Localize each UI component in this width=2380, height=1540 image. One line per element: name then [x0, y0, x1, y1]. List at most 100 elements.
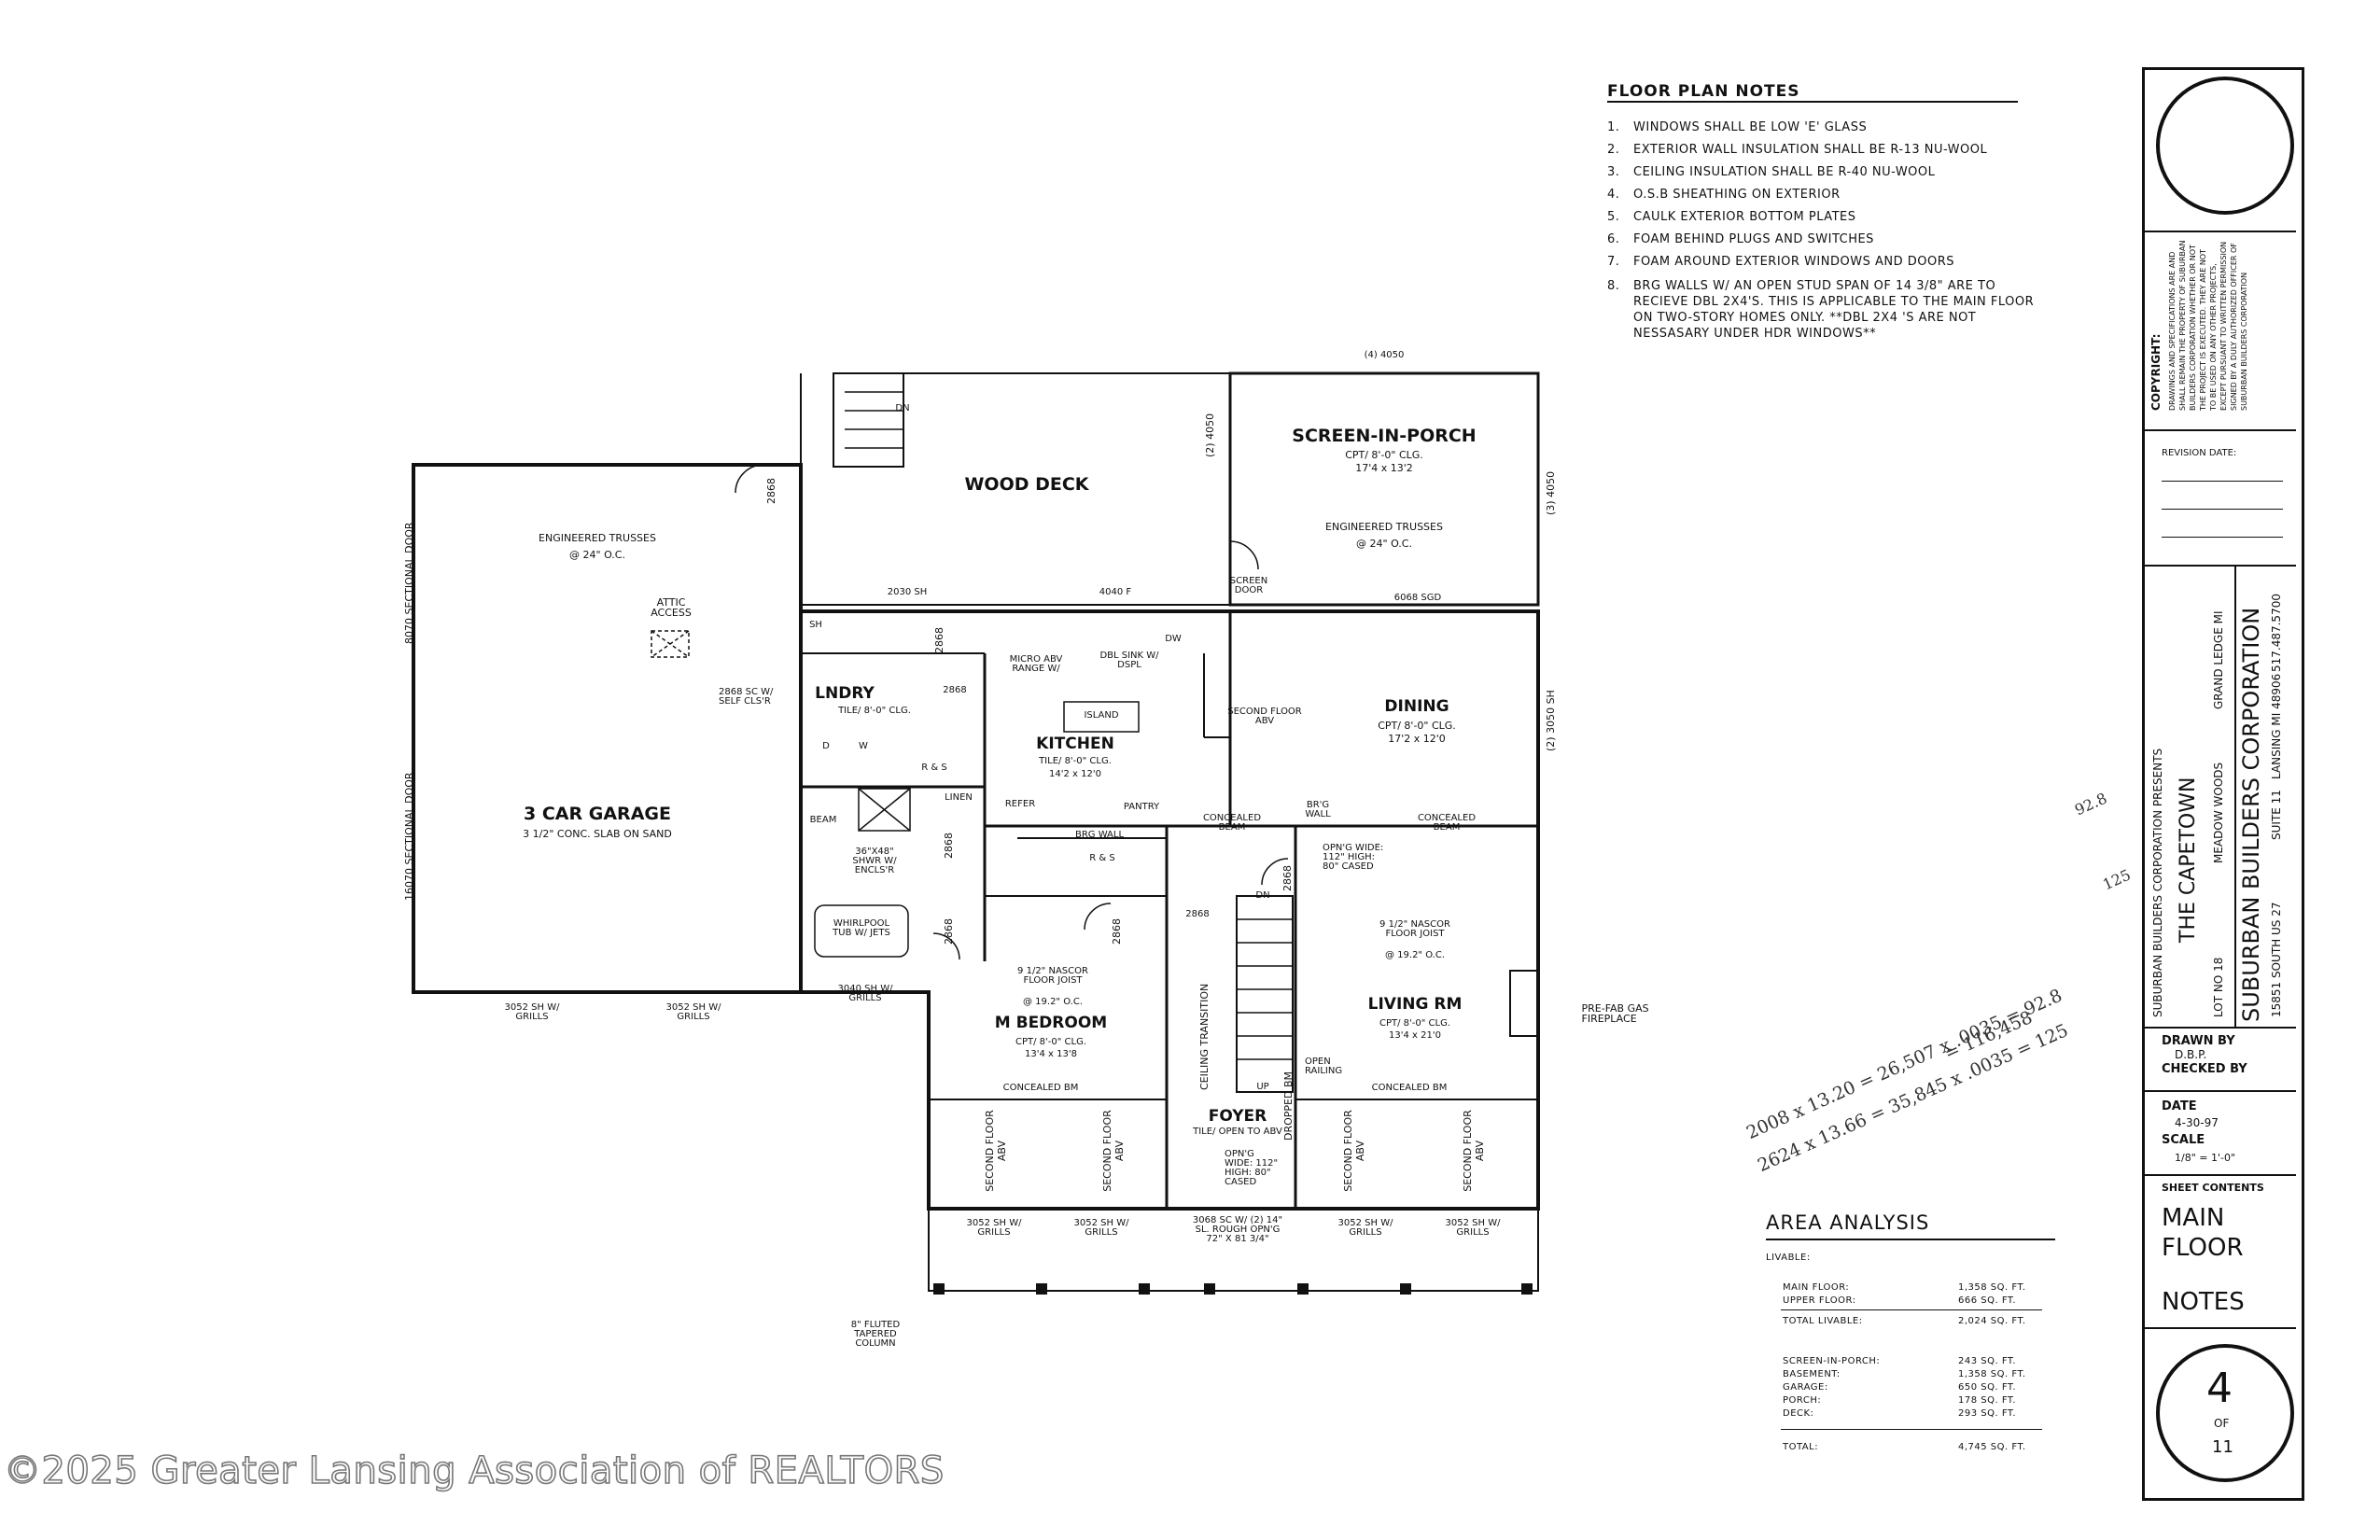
area-rule-top: [1766, 1239, 2055, 1240]
wood-deck-label: WOOD DECK: [964, 474, 1089, 495]
garage-trusses: ENGINEERED TRUSSES: [539, 532, 656, 544]
upper-floor-value: 666 SQ. FT.: [1958, 1295, 2017, 1306]
kitchen-ceiling: TILE/ 8'-0" CLG.: [1039, 756, 1112, 766]
sheet-number-circle: [2156, 1344, 2294, 1482]
total-livable-label: TOTAL LIVABLE:: [1783, 1316, 1863, 1326]
window-2868-b: 2868: [933, 627, 945, 653]
sheet-of: OF: [2214, 1417, 2230, 1430]
fireplace-label: PRE-FAB GAS FIREPLACE: [1581, 1002, 1649, 1025]
concealed-beam-left: CONCEALED BEAM: [1202, 813, 1262, 833]
dining-ceiling: CPT/ 8'-0" CLG.: [1378, 720, 1456, 732]
whirlpool-label: WHIRLPOOL TUB W/ JETS: [833, 918, 890, 938]
window-3052-garage-1: 3052 SH W/ GRILLS: [504, 1002, 560, 1022]
area-rule-livable: [1781, 1309, 2042, 1310]
concealed-beam-right: CONCEALED BEAM: [1417, 813, 1477, 833]
date-label: DATE: [2162, 1099, 2197, 1113]
checked-by-label: CHECKED BY: [2162, 1062, 2247, 1076]
kitchen-label: KITCHEN: [1036, 735, 1114, 753]
copyright-text: DRAWINGS AND SPECIFICATIONS ARE AND SHAL…: [2168, 240, 2248, 411]
living-joist: 9 1/2" NASCOR FLOOR JOIST: [1379, 919, 1450, 939]
total-area-value: 4,745 SQ. FT.: [1958, 1442, 2026, 1452]
washer-label: W: [859, 741, 868, 751]
foyer-opening-label: OPN'G WIDE: 112" HIGH: 80" CASED: [1225, 1149, 1279, 1187]
ceiling-transition-label: CEILING TRANSITION: [1198, 983, 1211, 1090]
second-floor-abv-4: SECOND FLOOR ABV: [1462, 1110, 1486, 1192]
garage-walls: [412, 463, 803, 994]
porch-area-value: 178 SQ. FT.: [1958, 1395, 2017, 1406]
deck-area-value: 293 SQ. FT.: [1958, 1408, 2017, 1419]
sh-label: SH: [809, 620, 822, 630]
window-4050-top: (4) 4050: [1364, 350, 1405, 360]
column-label: 8" FLUTED TAPERED COLUMN: [850, 1320, 901, 1349]
dw-label: DW: [1165, 634, 1182, 644]
dropped-bm-label: DROPPED BM: [1282, 1071, 1295, 1141]
bedroom-label: M BEDROOM: [994, 1014, 1108, 1032]
upper-floor-label: UPPER FLOOR:: [1783, 1295, 1856, 1306]
window-4050-left: (2) 4050: [1204, 413, 1216, 457]
total-area-label: TOTAL:: [1783, 1442, 1819, 1452]
pantry-label: PANTRY: [1123, 802, 1160, 812]
window-2030: 2030 SH: [887, 587, 928, 597]
title-block-frame: [2142, 67, 2304, 1501]
garage-area-label: GARAGE:: [1783, 1382, 1828, 1393]
company-address: 15851 SOUTH US 27: [2270, 902, 2283, 1018]
window-2868-d: 2868: [943, 918, 955, 945]
screen-porch-spacing: @ 24" O.C.: [1356, 538, 1412, 550]
scale-label: SCALE: [2162, 1133, 2205, 1147]
window-2868-c: 2868: [943, 833, 955, 859]
front-door-label: 3068 SC W/ (2) 14" SL. ROUGH OPN'G 72" X…: [1192, 1215, 1283, 1244]
stair-up-label: UP: [1256, 1082, 1269, 1092]
sheet-total: 11: [2212, 1437, 2233, 1457]
living-spacing: @ 19.2" O.C.: [1384, 950, 1446, 960]
kitchen-size: 14'2 x 12'0: [1049, 769, 1101, 779]
garage-door-bottom-label: 16070 SECTIONAL DOOR: [403, 772, 415, 901]
drawn-by-value: D.B.P.: [2175, 1048, 2207, 1061]
dining-size: 17'2 x 12'0: [1388, 733, 1446, 745]
area-rule-total: [1781, 1429, 2042, 1430]
plan-name: THE CAPETOWN: [2177, 777, 2200, 943]
porch-area-label: PORCH:: [1783, 1395, 1822, 1406]
total-livable-value: 2,024 SQ. FT.: [1958, 1316, 2026, 1326]
window-2868-h: 2868: [1185, 909, 1210, 919]
concealed-bm-bedroom: CONCEALED BM: [1002, 1083, 1079, 1093]
screen-porch-label: SCREEN-IN-PORCH: [1292, 426, 1477, 446]
island-label: ISLAND: [1084, 710, 1119, 721]
notes-title: FLOOR PLAN NOTES: [1607, 82, 1800, 101]
window-4040: 4040 F: [1099, 587, 1132, 597]
second-floor-abv-2: SECOND FLOOR ABV: [1101, 1110, 1126, 1192]
basement-area-value: 1,358 SQ. FT.: [1958, 1369, 2026, 1379]
subdivision-name: MEADOW WOODS: [2212, 762, 2225, 863]
bedroom-size: 13'4 x 13'8: [1025, 1049, 1077, 1059]
refer-label: REFER: [1004, 799, 1036, 809]
revision-date-label: REVISION DATE:: [2162, 448, 2237, 458]
bedroom-joist: 9 1/2" NASCOR FLOOR JOIST: [1017, 966, 1088, 986]
window-3052-front-4: 3052 SH W/ GRILLS: [1445, 1218, 1501, 1238]
window-2868-a: 2868: [765, 478, 777, 504]
scale-value: 1/8" = 1'-0": [2175, 1152, 2236, 1164]
note-1: 1.WINDOWS SHALL BE LOW 'E' GLASS: [1607, 120, 1868, 134]
dining-label: DINING: [1384, 697, 1449, 716]
note-4: 4.O.S.B SHEATHING ON EXTERIOR: [1607, 188, 1841, 202]
copyright-title: COPYRIGHT:: [2149, 333, 2163, 411]
bedroom-ceiling: CPT/ 8'-0" CLG.: [1015, 1037, 1087, 1047]
micro-label: MICRO ABV RANGE W/: [1009, 654, 1063, 674]
beam-label: BEAM: [809, 815, 837, 825]
garage-spacing: @ 24" O.C.: [569, 549, 625, 561]
brg-wall-label-2: BR'G WALL: [1305, 800, 1331, 819]
garage-door-top-label: 8070 SECTIONAL DOOR: [403, 522, 415, 644]
dryer-label: D: [822, 741, 830, 751]
dbl-sink-label: DBL SINK W/ DSPL: [1099, 651, 1159, 670]
logo-circle: [2156, 77, 2294, 215]
living-size: 13'4 x 21'0: [1389, 1030, 1441, 1041]
company-name: SUBURBAN BUILDERS CORPORATION: [2238, 607, 2264, 1022]
main-floor-label: MAIN FLOOR:: [1783, 1282, 1850, 1293]
living-room-label: LIVING RM: [1367, 995, 1463, 1014]
company-city: LANSING MI 48906: [2270, 673, 2283, 779]
window-6068: 6068 SGD: [1393, 593, 1442, 603]
garage-slab: 3 1/2" CONC. SLAB ON SAND: [523, 828, 672, 840]
sheet-number: 4: [2206, 1365, 2233, 1412]
note-6: 6.FOAM BEHIND PLUGS AND SWITCHES: [1607, 232, 1874, 246]
r-s-label-2: R & S: [1089, 853, 1115, 863]
foyer-label: FOYER: [1208, 1107, 1267, 1126]
r-s-label-1: R & S: [921, 763, 947, 773]
